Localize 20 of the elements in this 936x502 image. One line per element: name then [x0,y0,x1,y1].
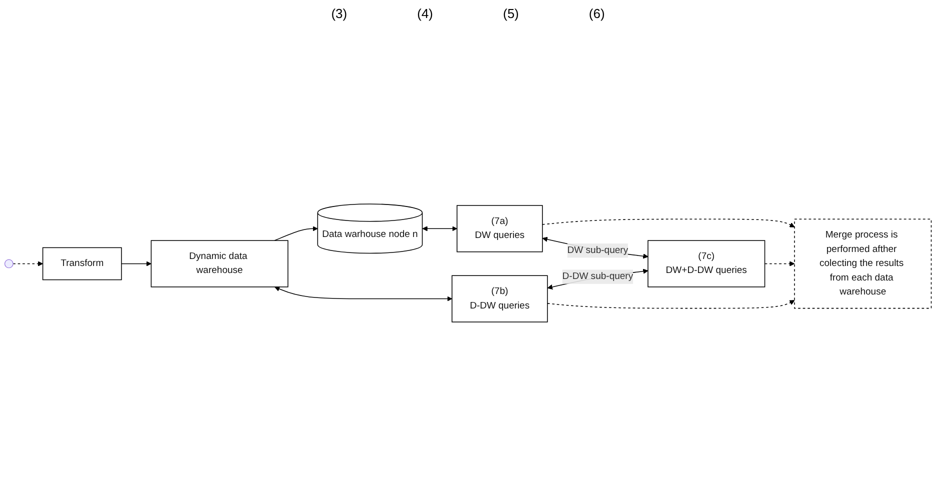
arrow [121,261,152,266]
node-box: Transform [42,247,122,280]
arrow [274,226,318,241]
node-box: Merge process is performed afther colecting the results from each data warehouse [794,218,932,309]
node-box: (7c) DW+D-DW queries [648,240,766,288]
stage-number: (6) [588,6,605,23]
stage-number: (3) [331,6,348,23]
arrow [547,300,795,309]
arrow [274,286,452,302]
arrow [764,261,795,266]
arrow [542,218,795,228]
arrow [12,261,44,266]
node-box: Dynamic data warehouse [150,240,288,288]
node-box: (7a) DW queries [456,205,543,252]
arrow [422,226,458,232]
edge-label: D-DW sub-query [562,271,634,282]
stage-number: (4) [417,6,433,23]
stage-number: (5) [503,6,519,23]
edge-label: DW sub-query [567,245,628,256]
node-box: (7b) D-DW queries [452,275,548,322]
